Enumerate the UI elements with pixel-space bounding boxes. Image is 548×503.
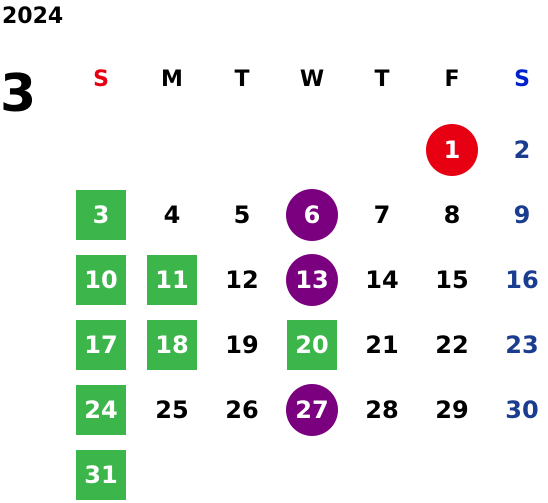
day-number-holiday: 1: [426, 124, 478, 176]
day-cell: 13: [282, 254, 342, 306]
weekday-thu: T: [374, 67, 390, 92]
day-cell: 9: [492, 190, 548, 240]
day-number: 7: [373, 201, 391, 229]
day-cell: 27: [282, 384, 342, 436]
day-number: 15: [435, 266, 469, 294]
day-cell: 3: [71, 190, 131, 240]
day-number-saturday: 30: [505, 396, 539, 424]
day-number: 14: [365, 266, 399, 294]
day-number-saturday: 16: [505, 266, 539, 294]
day-cell: 7: [352, 190, 412, 240]
day-number: 26: [225, 396, 259, 424]
weekday-sun: S: [93, 67, 109, 92]
day-cell: 21: [352, 320, 412, 370]
day-number: 25: [155, 396, 189, 424]
day-cell: 25: [142, 385, 202, 435]
day-cell: 6: [282, 189, 342, 241]
day-cell: 14: [352, 255, 412, 305]
day-cell: 16: [492, 255, 548, 305]
day-number-highlighted: 11: [147, 255, 197, 305]
weekday-mon: M: [161, 67, 183, 92]
day-number-saturday: 23: [505, 331, 539, 359]
day-cell: 24: [71, 385, 131, 435]
day-cell: 4: [142, 190, 202, 240]
day-number: 4: [163, 201, 181, 229]
day-number: 21: [365, 331, 399, 359]
day-number-saturday: 2: [513, 136, 531, 164]
calendar-month: 3: [0, 64, 37, 124]
day-number-highlighted: 10: [76, 255, 126, 305]
day-number: 19: [225, 331, 259, 359]
weekday-tue: T: [234, 67, 250, 92]
day-cell: 28: [352, 385, 412, 435]
day-cell: 1: [422, 124, 482, 176]
day-cell: 22: [422, 320, 482, 370]
day-number: 29: [435, 396, 469, 424]
day-cell: 18: [142, 320, 202, 370]
day-cell: 26: [212, 385, 272, 435]
day-cell: 5: [212, 190, 272, 240]
day-cell: 10: [71, 255, 131, 305]
day-number-highlighted: 18: [147, 320, 197, 370]
day-cell: 19: [212, 320, 272, 370]
day-cell: 29: [422, 385, 482, 435]
day-number-saturday: 9: [513, 201, 531, 229]
day-number-highlighted: 17: [76, 320, 126, 370]
day-cell: 11: [142, 255, 202, 305]
day-cell: 31: [71, 450, 131, 500]
day-number: 12: [225, 266, 259, 294]
day-cell: 8: [422, 190, 482, 240]
day-cell: 23: [492, 320, 548, 370]
day-number-highlighted: 20: [287, 320, 337, 370]
calendar-year: 2024: [2, 4, 64, 29]
weekday-sat: S: [514, 67, 530, 92]
day-cell: 30: [492, 385, 548, 435]
day-cell: 12: [212, 255, 272, 305]
day-cell: 20: [282, 320, 342, 370]
day-cell: 15: [422, 255, 482, 305]
day-number-highlighted: 3: [76, 190, 126, 240]
day-number-circled: 27: [286, 384, 338, 436]
weekday-wed: W: [299, 67, 325, 92]
day-number-circled: 6: [286, 189, 338, 241]
day-cell: 2: [492, 125, 548, 175]
day-number: 28: [365, 396, 399, 424]
day-number-highlighted: 31: [76, 450, 126, 500]
day-number: 5: [233, 201, 251, 229]
day-number-highlighted: 24: [76, 385, 126, 435]
day-number: 8: [443, 201, 461, 229]
day-number-circled: 13: [286, 254, 338, 306]
day-cell: 17: [71, 320, 131, 370]
weekday-fri: F: [444, 67, 460, 92]
day-number: 22: [435, 331, 469, 359]
